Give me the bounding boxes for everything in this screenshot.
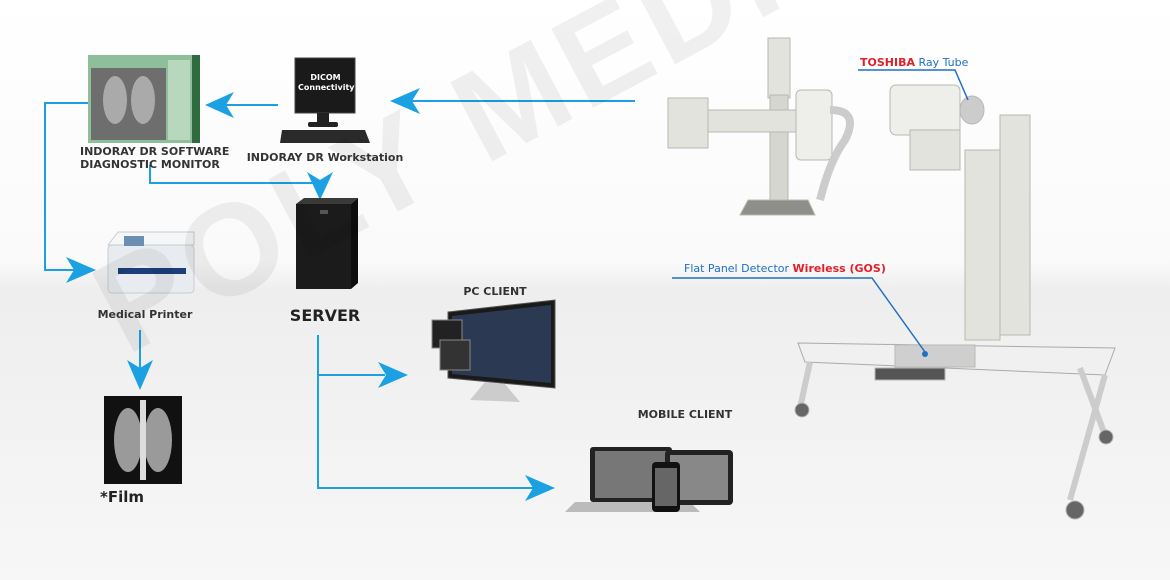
film-label: *Film [100,488,145,506]
pc-client-label: PC CLIENT [463,285,527,298]
xray-machine-image [667,37,1116,520]
mobile-client-label: MOBILE CLIENT [637,408,733,421]
detector-callout: Flat Panel Detector Wireless (GOS) [684,262,886,275]
ray-tube-text: Ray Tube [918,56,969,69]
diagnostic-monitor-label-line2: DIAGNOSTIC MONITOR [80,158,220,171]
detector-callout-dot [922,351,928,357]
diagnostic-monitor-label: INDORAY DR SOFTWARE DIAGNOSTIC MONITOR [80,145,230,171]
arrowheads [66,88,555,501]
printer-label: Medical Printer [97,308,193,321]
mobile-client-image [565,447,733,512]
pc-client-image [431,299,556,402]
workstation-label: INDORAY DR Workstation [246,151,404,164]
workstation-image [280,57,370,143]
film-image [104,396,182,484]
printer-image [106,231,195,294]
diagnostic-monitor-image [88,55,200,143]
server-label: SERVER [289,306,361,325]
callout-lines [672,69,969,353]
detector-highlight: Wireless (GOS) [792,262,886,275]
ray-tube-callout: TOSHIBA Ray Tube [860,56,968,69]
ray-tube-brand: TOSHIBA [860,56,915,69]
diagnostic-monitor-label-line1: INDORAY DR SOFTWARE [80,145,230,158]
detector-text: Flat Panel Detector [684,262,790,275]
workstation-screen-text: DICOM Connectivity [298,73,355,93]
screen-line-1: DICOM [310,73,341,82]
flow-arrows [44,100,635,489]
screen-line-2: Connectivity [298,83,355,92]
server-image [296,198,358,289]
